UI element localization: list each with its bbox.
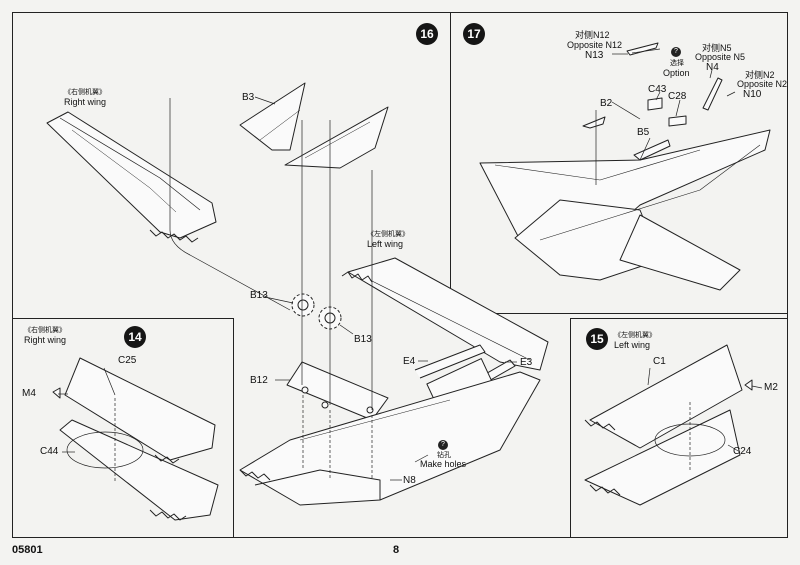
b12-plate bbox=[286, 361, 389, 421]
part-n10-label: N10 bbox=[743, 89, 762, 100]
step-15-panel bbox=[570, 318, 788, 538]
step-14-panel bbox=[12, 318, 234, 538]
right-wing-part-16 bbox=[46, 111, 217, 243]
n12-en-label: Opposite N12 bbox=[567, 40, 623, 50]
page-number: 8 bbox=[393, 544, 400, 556]
part-b13-label-a: B13 bbox=[250, 290, 268, 301]
part-e3-label: E3 bbox=[520, 357, 533, 368]
part-n13-label: N13 bbox=[585, 50, 604, 61]
part-b2-label: B2 bbox=[600, 98, 613, 109]
right-wing-cn-label: 《右侧机翼》 bbox=[64, 89, 106, 96]
part-m4-label: M4 bbox=[22, 388, 36, 399]
step14-wing-cn-label: 《右侧机翼》 bbox=[24, 327, 66, 334]
part-c44-label: C44 bbox=[40, 446, 59, 457]
n2-en-label: Opposite N2 bbox=[737, 79, 788, 89]
part-c1-label: C1 bbox=[653, 356, 666, 367]
part-e4-label: E4 bbox=[403, 356, 416, 367]
aircraft-assembly-17 bbox=[479, 42, 771, 291]
n2-cn-label: 对侧N2 bbox=[745, 70, 775, 80]
n12-cn-label: 对侧N12 bbox=[575, 30, 610, 40]
part-c24-label: C24 bbox=[733, 446, 752, 457]
e-parts bbox=[414, 344, 516, 410]
left-wing-part-16 bbox=[341, 257, 549, 371]
n5-cn-label: 对侧N5 bbox=[702, 43, 732, 53]
step-17-panel bbox=[450, 12, 788, 314]
step-17-badge: 17 bbox=[463, 23, 485, 45]
fuselage-underside bbox=[239, 371, 541, 506]
part-c43-label: C43 bbox=[648, 84, 667, 95]
step-15-badge: 15 bbox=[586, 328, 608, 350]
make-holes-en-label: Make holes bbox=[420, 459, 467, 469]
step15-wing-en-label: Left wing bbox=[614, 340, 651, 350]
b3-fins bbox=[239, 82, 389, 169]
left-wing-part-15 bbox=[584, 344, 753, 506]
question-circle-icon: ? bbox=[438, 440, 448, 450]
n5-en-label: Opposite N5 bbox=[695, 52, 746, 62]
right-wing-part-14 bbox=[59, 357, 219, 521]
left-wing-cn-label: 《左侧机翼》 bbox=[367, 231, 409, 238]
part-b13-label-b: B13 bbox=[354, 334, 372, 345]
question-circle-icon: ? bbox=[671, 47, 681, 57]
make-holes-cn-label: 钻孔 bbox=[437, 452, 451, 459]
part-b3-label: B3 bbox=[242, 92, 255, 103]
part-n4-label: N4 bbox=[706, 62, 719, 73]
step15-wing-cn-label: 《左侧机翼》 bbox=[614, 332, 656, 339]
part-c25-label: C25 bbox=[118, 355, 137, 366]
step-14-badge: 14 bbox=[124, 326, 146, 348]
part-m2-label: M2 bbox=[764, 382, 778, 393]
left-wing-en-label: Left wing bbox=[367, 239, 404, 249]
part-n8-label: N8 bbox=[403, 475, 416, 486]
part-b12-label: B12 bbox=[250, 375, 268, 386]
b13-gears bbox=[291, 293, 342, 330]
option-cn-label: 选择 bbox=[670, 60, 684, 67]
part-b5-label: B5 bbox=[637, 127, 650, 138]
product-code: 05801 bbox=[12, 544, 43, 556]
right-wing-en-label: Right wing bbox=[64, 97, 107, 107]
option-en-label: Option bbox=[663, 68, 690, 78]
part-c28-label: C28 bbox=[668, 91, 687, 102]
step14-wing-en-label: Right wing bbox=[24, 335, 67, 345]
step-16-badge: 16 bbox=[416, 23, 438, 45]
